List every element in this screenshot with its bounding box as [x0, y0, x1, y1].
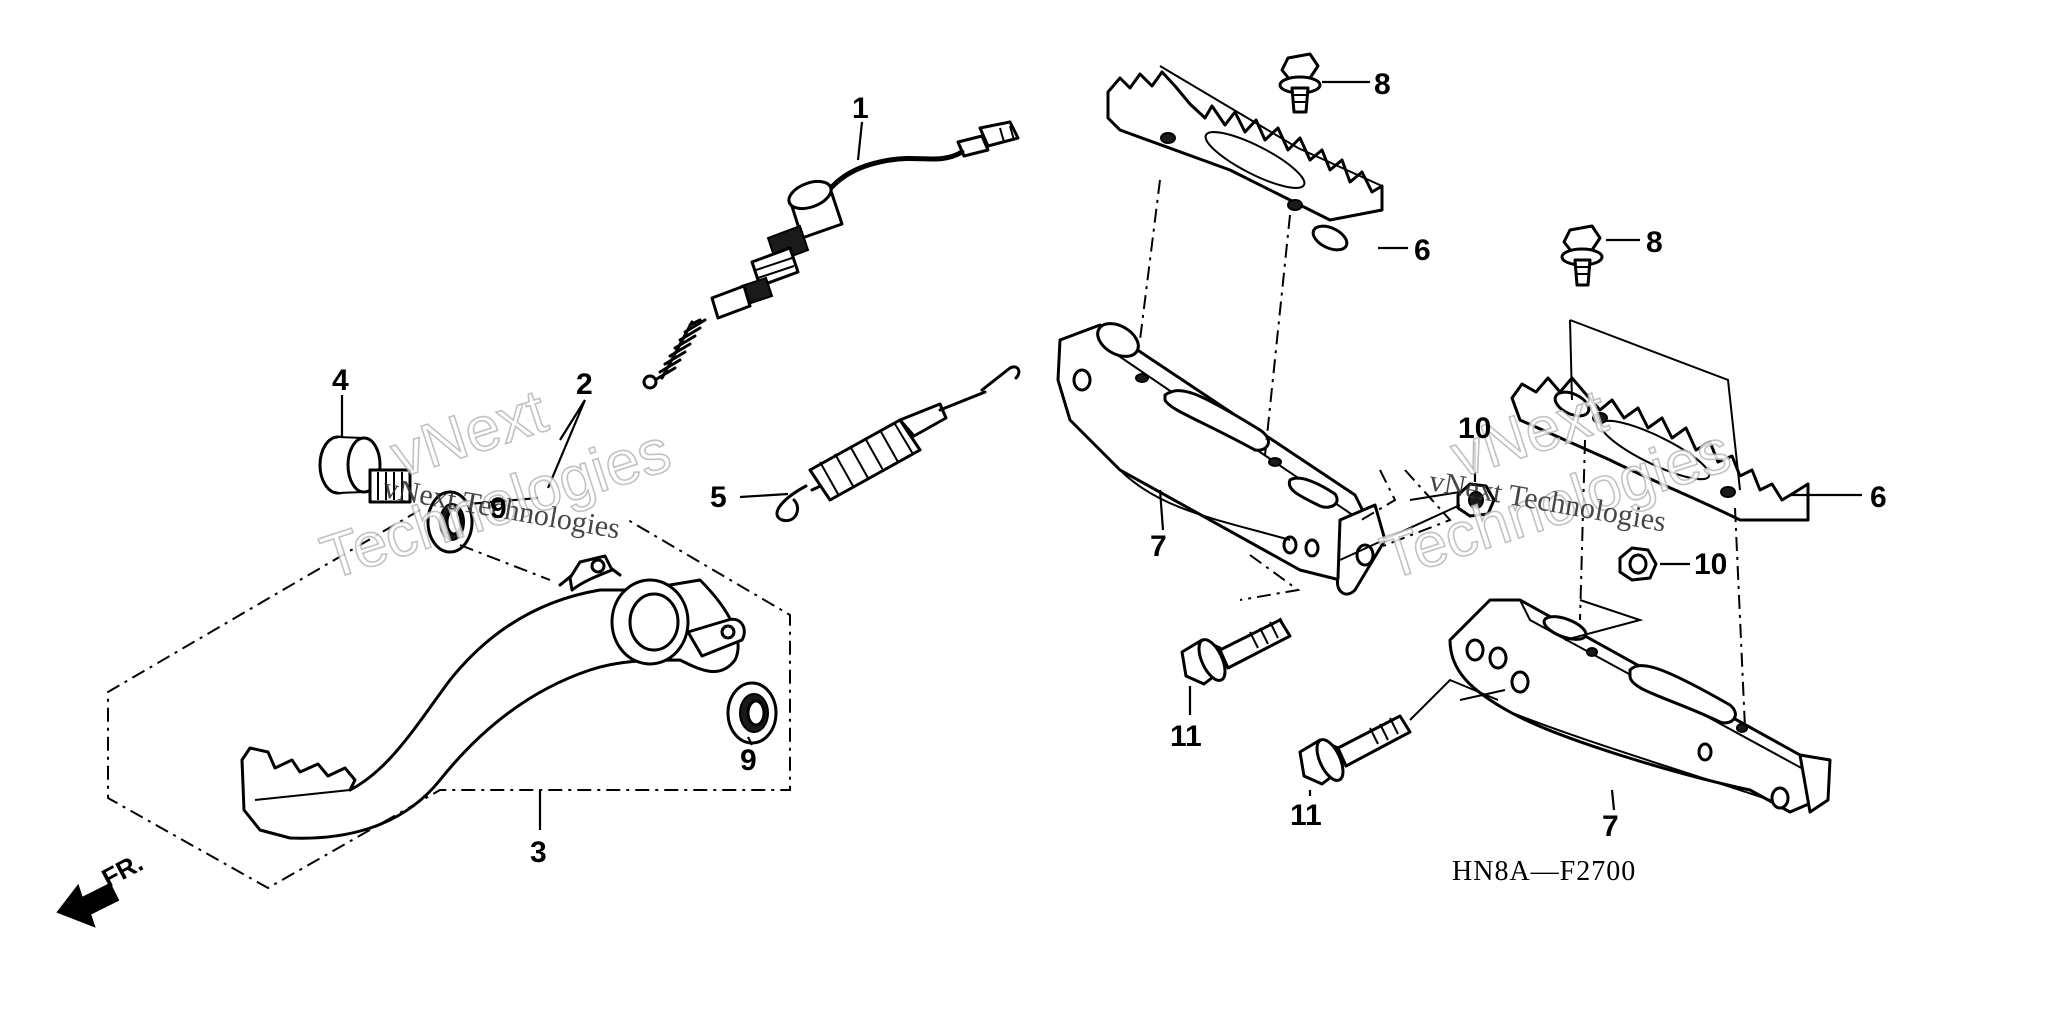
part-mounting-bolt-lower: [1298, 714, 1412, 786]
drawing-code: HN8A—F2700: [1452, 856, 1636, 887]
part-footpeg-bracket-lower: [1448, 598, 1832, 814]
part-flange-nut-lower: [1618, 546, 1658, 582]
callout-11-upper: 11: [1170, 720, 1202, 753]
part-flange-nut-upper: [1456, 482, 1496, 518]
callout-7-upper: 7: [1150, 530, 1167, 563]
callout-8-lower: 8: [1646, 226, 1663, 259]
part-footpeg-plate-upper: [1106, 70, 1384, 252]
part-seal-lower: [726, 681, 778, 745]
part-seal-upper: [426, 490, 474, 554]
part-mounting-bolt-upper: [1180, 617, 1292, 686]
callout-4: 4: [332, 364, 349, 397]
callout-8-upper: 8: [1374, 68, 1391, 101]
callout-6-upper: 6: [1414, 234, 1431, 267]
part-bolt-upper: [1278, 52, 1322, 114]
part-footpeg-plate-lower: [1510, 376, 1810, 522]
part-brake-pedal: [240, 554, 746, 840]
callout-11-lower: 11: [1290, 799, 1322, 832]
callout-7-lower: 7: [1602, 810, 1619, 843]
callout-10-upper: 10: [1458, 412, 1491, 445]
callout-6-lower: 6: [1870, 481, 1887, 514]
callout-2: 2: [576, 368, 593, 401]
part-footpeg-bracket-upper: [1056, 322, 1387, 596]
callout-1: 1: [852, 92, 869, 125]
callout-9-upper: 9: [490, 492, 507, 525]
front-arrow-icon: [56, 882, 120, 928]
part-brake-switch: [710, 120, 1020, 320]
front-direction-indicator: FR.: [56, 847, 148, 928]
callout-5: 5: [710, 481, 727, 514]
callout-9-lower: 9: [740, 744, 757, 777]
part-return-spring: [775, 365, 1021, 523]
part-switch-spring: [642, 318, 707, 390]
part-bolt-lower: [1560, 224, 1604, 287]
callout-3: 3: [530, 836, 547, 869]
watermark: vNext Technologies vNext Technologies vN…: [312, 376, 1739, 594]
callout-10-lower: 10: [1694, 548, 1727, 581]
callouts: 1 2 3 4 5 6 6 7 7 8 8 9 9 10 10 11 11: [332, 68, 1887, 869]
part-pivot-bolt: [318, 435, 412, 504]
